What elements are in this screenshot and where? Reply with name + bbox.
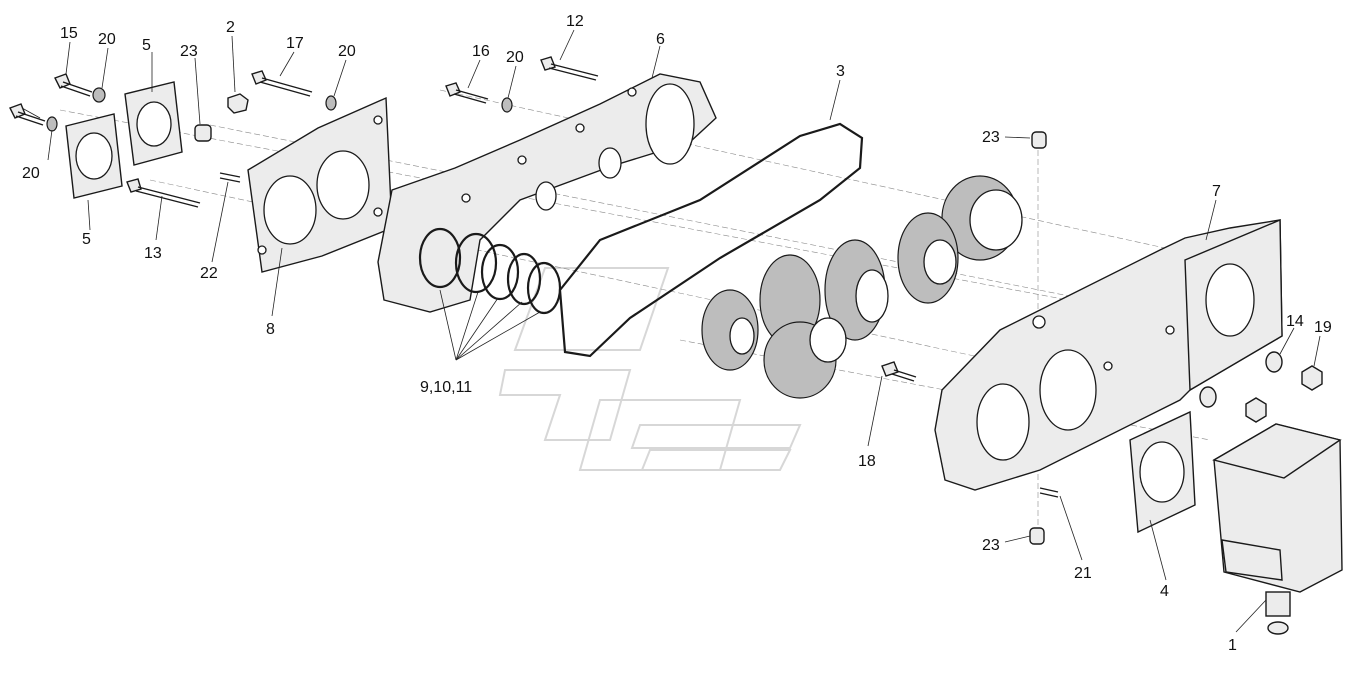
callout-labels: 15 20 5 23 2 17 20 16 20 12 6 3 23 7 14 … <box>22 13 1332 654</box>
washer-20-a[interactable] <box>92 87 106 103</box>
callout-21: 21 <box>1074 565 1092 582</box>
callout-23-top: 23 <box>982 129 1000 146</box>
callout-6: 6 <box>656 31 665 48</box>
callout-15: 15 <box>60 25 78 42</box>
callout-12: 12 <box>566 13 584 30</box>
callout-14: 14 <box>1286 313 1304 330</box>
callout-19: 19 <box>1314 319 1332 336</box>
pin-21[interactable] <box>1039 487 1059 498</box>
bushing-23-left[interactable] <box>194 124 212 142</box>
bolt-15-upper[interactable] <box>54 73 93 97</box>
gasket-3[interactable] <box>558 122 864 358</box>
gearbox-housing-7[interactable] <box>934 218 1283 491</box>
callout-8: 8 <box>266 321 275 338</box>
callout-20-left: 20 <box>22 165 40 182</box>
callout-13: 13 <box>144 245 162 262</box>
callout-18: 18 <box>858 453 876 470</box>
callout-2: 2 <box>226 19 235 36</box>
o-rings-9-10-11[interactable] <box>418 227 562 315</box>
housing-cover-6[interactable] <box>377 73 717 313</box>
nut-19-b[interactable] <box>1245 397 1267 423</box>
callout-23-left: 23 <box>180 43 198 60</box>
washer-14-a[interactable] <box>1265 351 1283 373</box>
bolt-16[interactable] <box>445 82 489 104</box>
callout-20-mid: 20 <box>338 43 356 60</box>
callout-4: 4 <box>1160 583 1169 600</box>
bushing-23-bottom[interactable] <box>1029 527 1045 545</box>
nut-19-a[interactable] <box>1301 365 1323 391</box>
bushing-23-top[interactable] <box>1031 131 1047 149</box>
pin-22[interactable] <box>219 172 241 183</box>
washer-20-c[interactable] <box>325 95 337 111</box>
washer-14-b[interactable] <box>1199 386 1217 408</box>
callout-17: 17 <box>286 35 304 52</box>
bolt-13[interactable] <box>126 178 201 208</box>
gear-train[interactable] <box>701 175 1023 399</box>
cover-plate-8[interactable] <box>247 96 393 273</box>
callout-3: 3 <box>836 63 845 80</box>
callout-16: 16 <box>472 43 490 60</box>
callout-20-top-left: 20 <box>98 31 116 48</box>
callout-9-10-11: 9,10,11 <box>420 379 472 396</box>
flange-5-back[interactable] <box>124 81 183 166</box>
bolt-18[interactable] <box>881 361 917 382</box>
angle-gearbox-1[interactable] <box>1212 423 1343 635</box>
callout-20-upper: 20 <box>506 49 524 66</box>
bolt-17[interactable] <box>251 70 313 97</box>
washer-20-b[interactable] <box>46 116 58 132</box>
callout-7: 7 <box>1212 183 1221 200</box>
bolt-12[interactable] <box>540 56 599 81</box>
leader-lines <box>21 29 1321 633</box>
nut-2[interactable] <box>227 93 249 114</box>
callout-5-bottom: 5 <box>82 231 91 248</box>
bolt-15-lower[interactable] <box>9 103 46 126</box>
callout-22: 22 <box>200 265 218 282</box>
callout-5-top: 5 <box>142 37 151 54</box>
flange-5-front[interactable] <box>65 113 123 199</box>
washer-20-d[interactable] <box>501 97 513 113</box>
gasket-4[interactable] <box>1129 410 1196 534</box>
callout-23-bottom: 23 <box>982 537 1000 554</box>
watermark-logo <box>498 267 802 471</box>
callout-1: 1 <box>1228 637 1237 654</box>
